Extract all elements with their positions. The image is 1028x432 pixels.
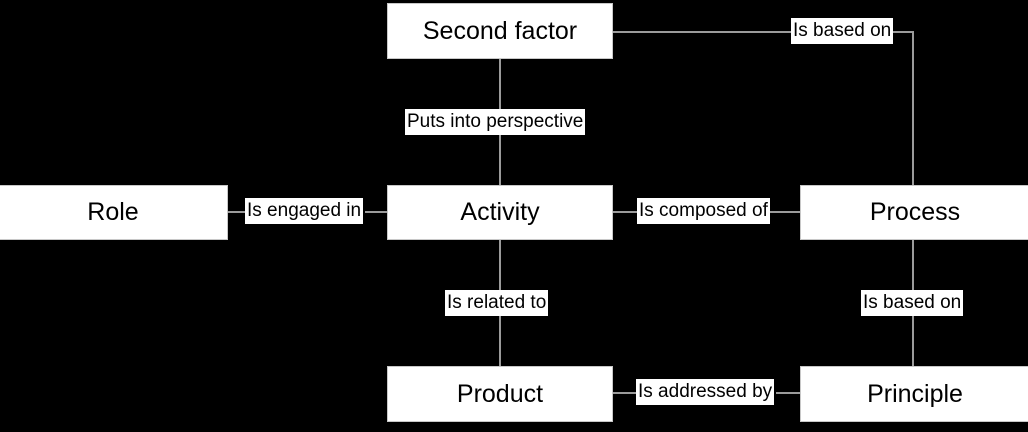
connector-second-factor-to-is-based-on	[613, 31, 793, 33]
edge-label-second-factor-activity: Puts into perspective	[405, 109, 586, 135]
connector-is-addressed-by-to-principle	[776, 392, 801, 394]
node-role-label: Role	[87, 198, 139, 226]
edge-label-activity-product: Is related to	[445, 290, 549, 316]
node-process[interactable]: Process	[800, 185, 1028, 240]
node-principle[interactable]: Principle	[800, 366, 1028, 422]
node-product-label: Product	[456, 379, 544, 408]
connector-product-to-is-addressed-by	[613, 392, 637, 394]
node-activity[interactable]: Activity	[387, 185, 613, 240]
edge-label-process-principle: Is based on	[861, 290, 964, 316]
edge-label-role-activity: Is engaged in	[245, 198, 364, 224]
connector-is-based-on-to-corner	[892, 31, 914, 33]
edge-label-product-principle: Is addressed by	[636, 379, 775, 405]
node-activity-label: Activity	[460, 198, 540, 226]
connector-corner-down-to-process	[912, 31, 914, 186]
connector-is-engaged-in-to-activity	[365, 211, 388, 213]
node-second-factor-label: Second factor	[422, 16, 578, 45]
edge-label-activity-process: Is composed of	[637, 198, 770, 224]
node-role[interactable]: Role	[0, 185, 228, 240]
node-second-factor[interactable]: Second factor	[387, 3, 613, 59]
edge-label-second-factor-process: Is based on	[791, 18, 894, 44]
node-process-label: Process	[869, 198, 961, 226]
node-product[interactable]: Product	[387, 366, 613, 422]
connector-role-to-is-engaged-in	[228, 211, 248, 213]
node-principle-label: Principle	[867, 379, 963, 408]
